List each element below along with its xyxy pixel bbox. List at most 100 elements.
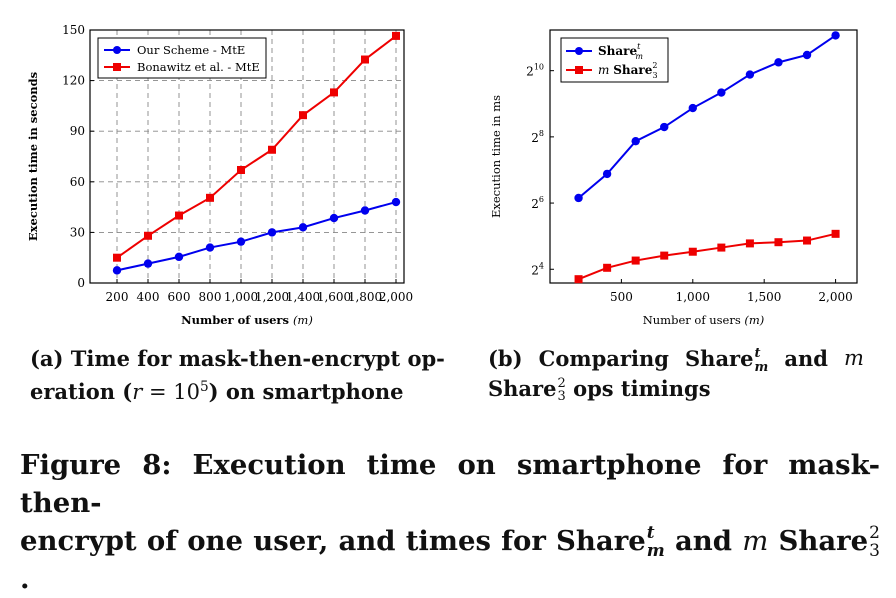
figure-caption-line2: encrypt of one user, and times for Share…: [20, 523, 880, 595]
y-axis-label: Execution time in ms: [489, 95, 503, 218]
figure-caption: Figure 8: Execution time on smartphone f…: [20, 446, 880, 598]
subcaption-b-text: Comparing: [538, 346, 669, 372]
data-point: [236, 237, 246, 246]
x-tick-label: 2,000: [818, 290, 852, 304]
data-point: [603, 263, 612, 272]
subcaption-b-text2: ops timings: [573, 375, 711, 401]
data-point: [831, 229, 840, 238]
x-tick-label: 500: [610, 290, 633, 304]
data-point: [237, 165, 245, 174]
subcaption-b-label: (b): [488, 346, 523, 372]
x-axis-label: Number of users (m): [643, 313, 765, 327]
data-point: [391, 197, 401, 207]
x-tick-label: 400: [137, 290, 160, 304]
subcaption-a-eq: = 10: [142, 380, 200, 404]
subcaption-a-text2: ) on smartphone: [208, 379, 404, 404]
data-point: [774, 238, 783, 247]
data-point: [745, 239, 754, 248]
data-point: [299, 111, 307, 120]
legend-marker: [575, 47, 583, 55]
data-point: [802, 50, 812, 60]
figure-caption-line1: Figure 8: Execution time on smartphone f…: [20, 449, 880, 519]
x-tick-label: 1,200: [255, 290, 289, 304]
x-tick-label: 1,800: [348, 290, 382, 304]
series-line-1: [578, 232, 836, 281]
data-point: [631, 136, 640, 146]
data-point: [574, 193, 583, 203]
y-tick-label: 0: [77, 276, 85, 290]
x-tick-label: 600: [168, 290, 191, 304]
subcaption-a-line2: eration (r = 105) on smartphone: [30, 373, 445, 407]
legend-label: Our Scheme - MtE: [137, 43, 245, 57]
data-point: [774, 58, 783, 67]
legend-box: [560, 37, 669, 83]
data-point: [745, 70, 755, 79]
data-point: [631, 256, 640, 265]
data-point: [831, 31, 840, 40]
y-tick-label: 150: [62, 23, 85, 37]
x-tick-label: 800: [199, 290, 222, 304]
data-point: [174, 252, 184, 262]
y-tick-label: 24: [531, 261, 544, 277]
x-tick-label: 2,000: [379, 290, 413, 304]
x-tick-label: 1,000: [224, 290, 258, 304]
data-point: [267, 228, 277, 237]
data-point: [660, 251, 669, 260]
legend-box: [97, 37, 267, 79]
y-axis-label: Execution time in seconds: [26, 72, 40, 241]
data-point: [330, 88, 338, 97]
subcaption-a-line1: (a) Time for mask-then-encrypt op-: [30, 346, 445, 371]
data-point: [298, 223, 308, 232]
x-tick-label: 200: [106, 290, 129, 304]
data-point: [660, 122, 669, 132]
subcaption-b-var: m: [844, 346, 864, 371]
y-tick-label: 30: [70, 225, 85, 239]
x-tick-label: 1,500: [747, 290, 781, 304]
data-point: [717, 243, 726, 252]
subcaption-a-var: r: [132, 380, 143, 404]
series-line-0: [577, 34, 837, 199]
data-point: [329, 213, 339, 223]
data-point: [205, 243, 215, 252]
data-point: [392, 31, 400, 40]
data-point: [688, 103, 697, 113]
series-line-0: [116, 201, 397, 272]
y-tick-label: 26: [531, 195, 544, 211]
data-point: [803, 236, 812, 245]
y-tick-label: 210: [526, 63, 544, 79]
data-point: [717, 88, 726, 97]
plot-frame: [549, 29, 858, 284]
legend: Our Scheme - MtE Bonawitz et al. - MtE: [97, 37, 267, 79]
legend-marker: [575, 66, 583, 74]
data-point: [175, 211, 183, 220]
data-point: [206, 193, 214, 202]
subcaption-a-text: eration (: [30, 379, 133, 404]
plot-frame: [89, 29, 405, 284]
legend-label: Bonawitz et al. - MtE: [137, 60, 260, 74]
subcaption-a: (a) Time for mask-then-encrypt op- erati…: [30, 344, 445, 407]
legend-marker: [113, 63, 121, 71]
data-point: [144, 231, 152, 240]
data-point: [113, 253, 121, 262]
data-point: [574, 275, 583, 284]
data-point: [112, 266, 122, 275]
x-tick-label: 1,400: [286, 290, 320, 304]
data-point: [688, 247, 697, 256]
y-tick-label: 120: [62, 74, 85, 88]
data-point: [602, 169, 612, 179]
x-tick-label: 1,000: [676, 290, 710, 304]
x-axis-label: Number of users (m): [181, 313, 313, 327]
data-point: [268, 145, 276, 154]
data-point: [360, 206, 370, 215]
y-tick-label: 60: [70, 175, 85, 189]
legend-marker: [113, 46, 121, 54]
